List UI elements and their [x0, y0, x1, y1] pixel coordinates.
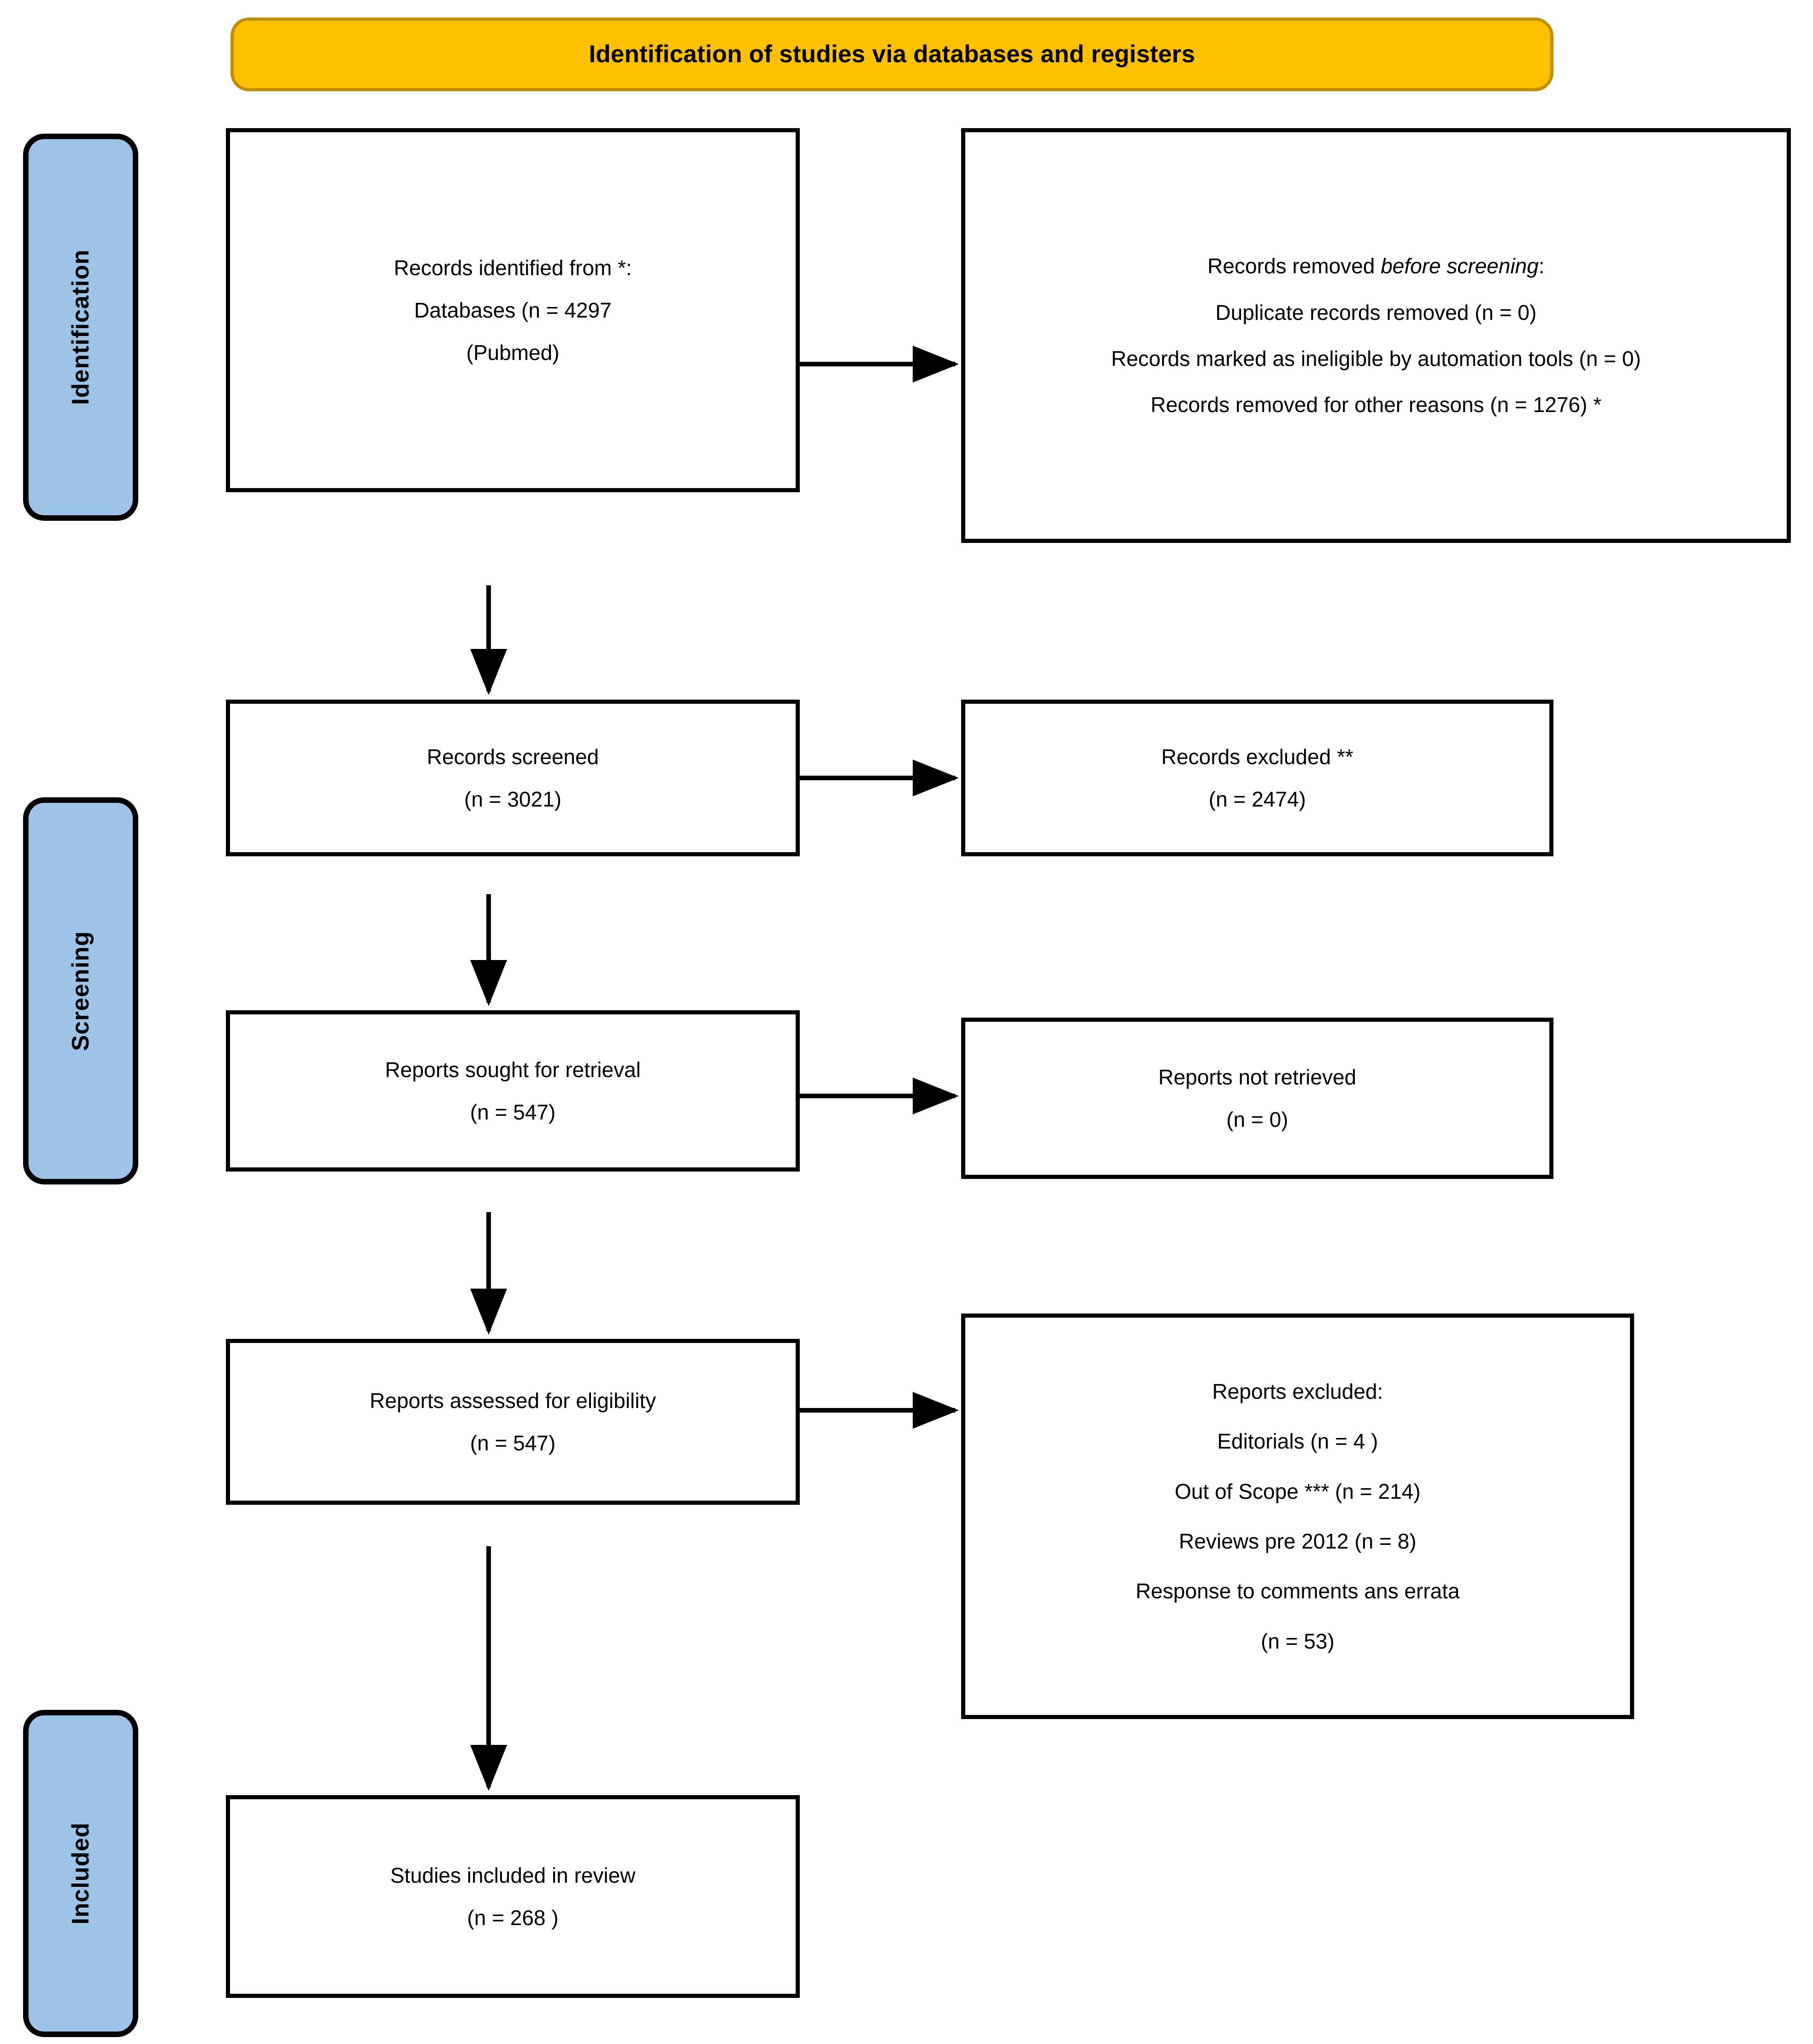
duplicate-records-removed: Duplicate records removed (n = 0)	[1215, 300, 1537, 324]
reports-not-retrieved-label: Reports not retrieved	[1158, 1065, 1357, 1089]
reports-excluded-heading: Reports excluded:	[1212, 1379, 1383, 1404]
stage-tab-included: Included	[23, 1710, 138, 2037]
studies-included-count: (n = 268 )	[467, 1906, 559, 1930]
stage-tab-screening-label: Screening	[67, 931, 94, 1051]
studies-included-label: Studies included in review	[390, 1863, 636, 1887]
reports-excluded-response-errata: Response to comments ans errata	[1135, 1579, 1460, 1603]
box-records-excluded: Records excluded ** (n = 2474)	[961, 700, 1553, 856]
reports-excluded-reviews-pre-2012: Reviews pre 2012 (n = 8)	[1179, 1529, 1417, 1553]
box-records-identified: Records identified from *: Databases (n …	[226, 128, 800, 492]
stage-tab-screening: Screening	[23, 797, 138, 1184]
records-excluded-count: (n = 2474)	[1209, 787, 1306, 811]
page-title: Identification of studies via databases …	[589, 40, 1195, 68]
records-removed-other-reasons: Records removed for other reasons (n = 1…	[1151, 393, 1601, 417]
box-studies-included-in-review: Studies included in review (n = 268 )	[226, 1795, 800, 1998]
records-removed-heading-a: Records removed	[1207, 254, 1381, 278]
records-removed-heading: Records removed before screening:	[1207, 255, 1544, 277]
reports-excluded-editorials: Editorials (n = 4 )	[1217, 1429, 1378, 1454]
records-identified-line-1: Records identified from *:	[394, 255, 632, 280]
records-marked-ineligible-automation: Records marked as ineligible by automati…	[1111, 347, 1641, 371]
stage-tab-identification-label: Identification	[67, 249, 94, 405]
records-removed-heading-italic: before screening	[1381, 254, 1539, 278]
box-reports-sought-for-retrieval: Reports sought for retrieval (n = 547)	[226, 1010, 800, 1172]
records-screened-count: (n = 3021)	[464, 787, 561, 811]
reports-sought-count: (n = 547)	[470, 1100, 556, 1124]
stage-tab-identification: Identification	[23, 134, 138, 521]
box-records-screened: Records screened (n = 3021)	[226, 700, 800, 856]
records-identified-line-2: Databases (n = 4297	[414, 298, 612, 322]
box-records-removed-before-screening: Records removed before screening: Duplic…	[961, 128, 1791, 543]
box-reports-not-retrieved: Reports not retrieved (n = 0)	[961, 1018, 1553, 1179]
box-reports-assessed-for-eligibility: Reports assessed for eligibility (n = 54…	[226, 1339, 800, 1505]
reports-assessed-label: Reports assessed for eligibility	[369, 1388, 656, 1413]
reports-assessed-count: (n = 547)	[470, 1431, 556, 1455]
records-removed-heading-c: :	[1538, 254, 1545, 278]
records-excluded-label: Records excluded **	[1161, 744, 1353, 769]
reports-excluded-out-of-scope: Out of Scope *** (n = 214)	[1175, 1479, 1421, 1503]
diagram-header-banner: Identification of studies via databases …	[230, 18, 1553, 91]
reports-sought-label: Reports sought for retrieval	[385, 1057, 641, 1082]
records-screened-label: Records screened	[426, 744, 599, 769]
box-reports-excluded: Reports excluded: Editorials (n = 4 ) Ou…	[961, 1314, 1634, 1719]
reports-excluded-response-errata-count: (n = 53)	[1261, 1629, 1335, 1653]
records-identified-line-3: (Pubmed)	[466, 341, 560, 365]
stage-tab-included-label: Included	[67, 1822, 94, 1925]
reports-not-retrieved-count: (n = 0)	[1226, 1107, 1288, 1131]
